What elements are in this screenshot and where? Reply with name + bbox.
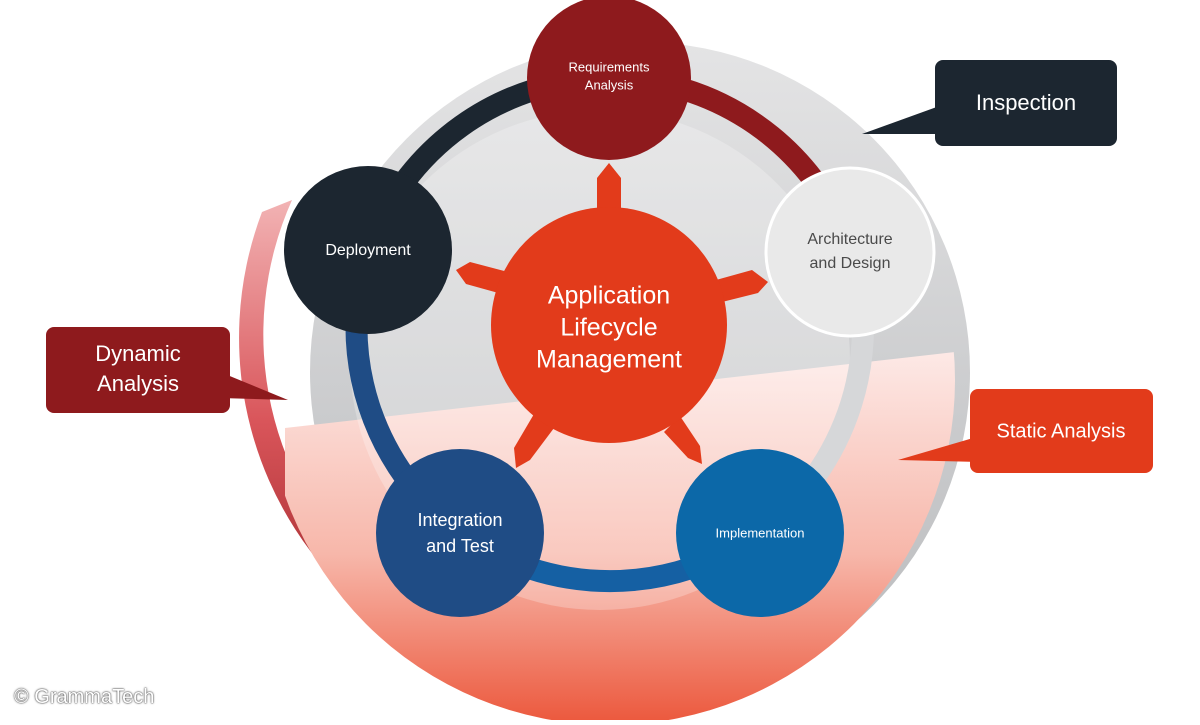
center-label: Lifecycle [560,314,657,342]
center-label: Management [536,346,682,374]
stage-label: Architecture [807,231,892,248]
stage-label: Requirements [569,59,650,74]
stage-label: Deployment [325,242,411,259]
callout-label: Analysis [97,371,179,396]
stage-deployment: Deployment [284,166,452,334]
stage-architecture: Architecture and Design [764,166,936,338]
stage-label: Analysis [585,77,634,92]
center-label: Application [548,282,670,310]
copyright-credit: © GrammaTech [14,686,155,708]
center-node: Application Lifecycle Management [491,207,727,443]
static-analysis-region [285,352,955,720]
callout-static-analysis: Static Analysis [898,389,1153,473]
spoke-requirements [597,163,621,212]
spoke-architecture [716,270,768,302]
spokes [456,163,768,468]
callout-inspection: Inspection [862,60,1117,146]
spoke-integration [514,414,554,468]
callout-dynamic-analysis: Dynamic Analysis [46,327,288,413]
stage-label: Integration [417,510,502,530]
spoke-deployment [456,262,508,294]
stage-label: and Design [810,255,891,272]
callout-label: Static Analysis [997,420,1126,442]
spoke-implementation [664,416,702,464]
callout-label: Dynamic [95,341,181,366]
stage-integration: Integration and Test [376,449,544,617]
callout-label: Inspection [976,90,1076,115]
stage-label: Implementation [716,525,805,540]
stage-requirements: Requirements Analysis [527,0,691,160]
stage-label: and Test [426,536,494,556]
stage-implementation: Implementation [676,449,844,617]
